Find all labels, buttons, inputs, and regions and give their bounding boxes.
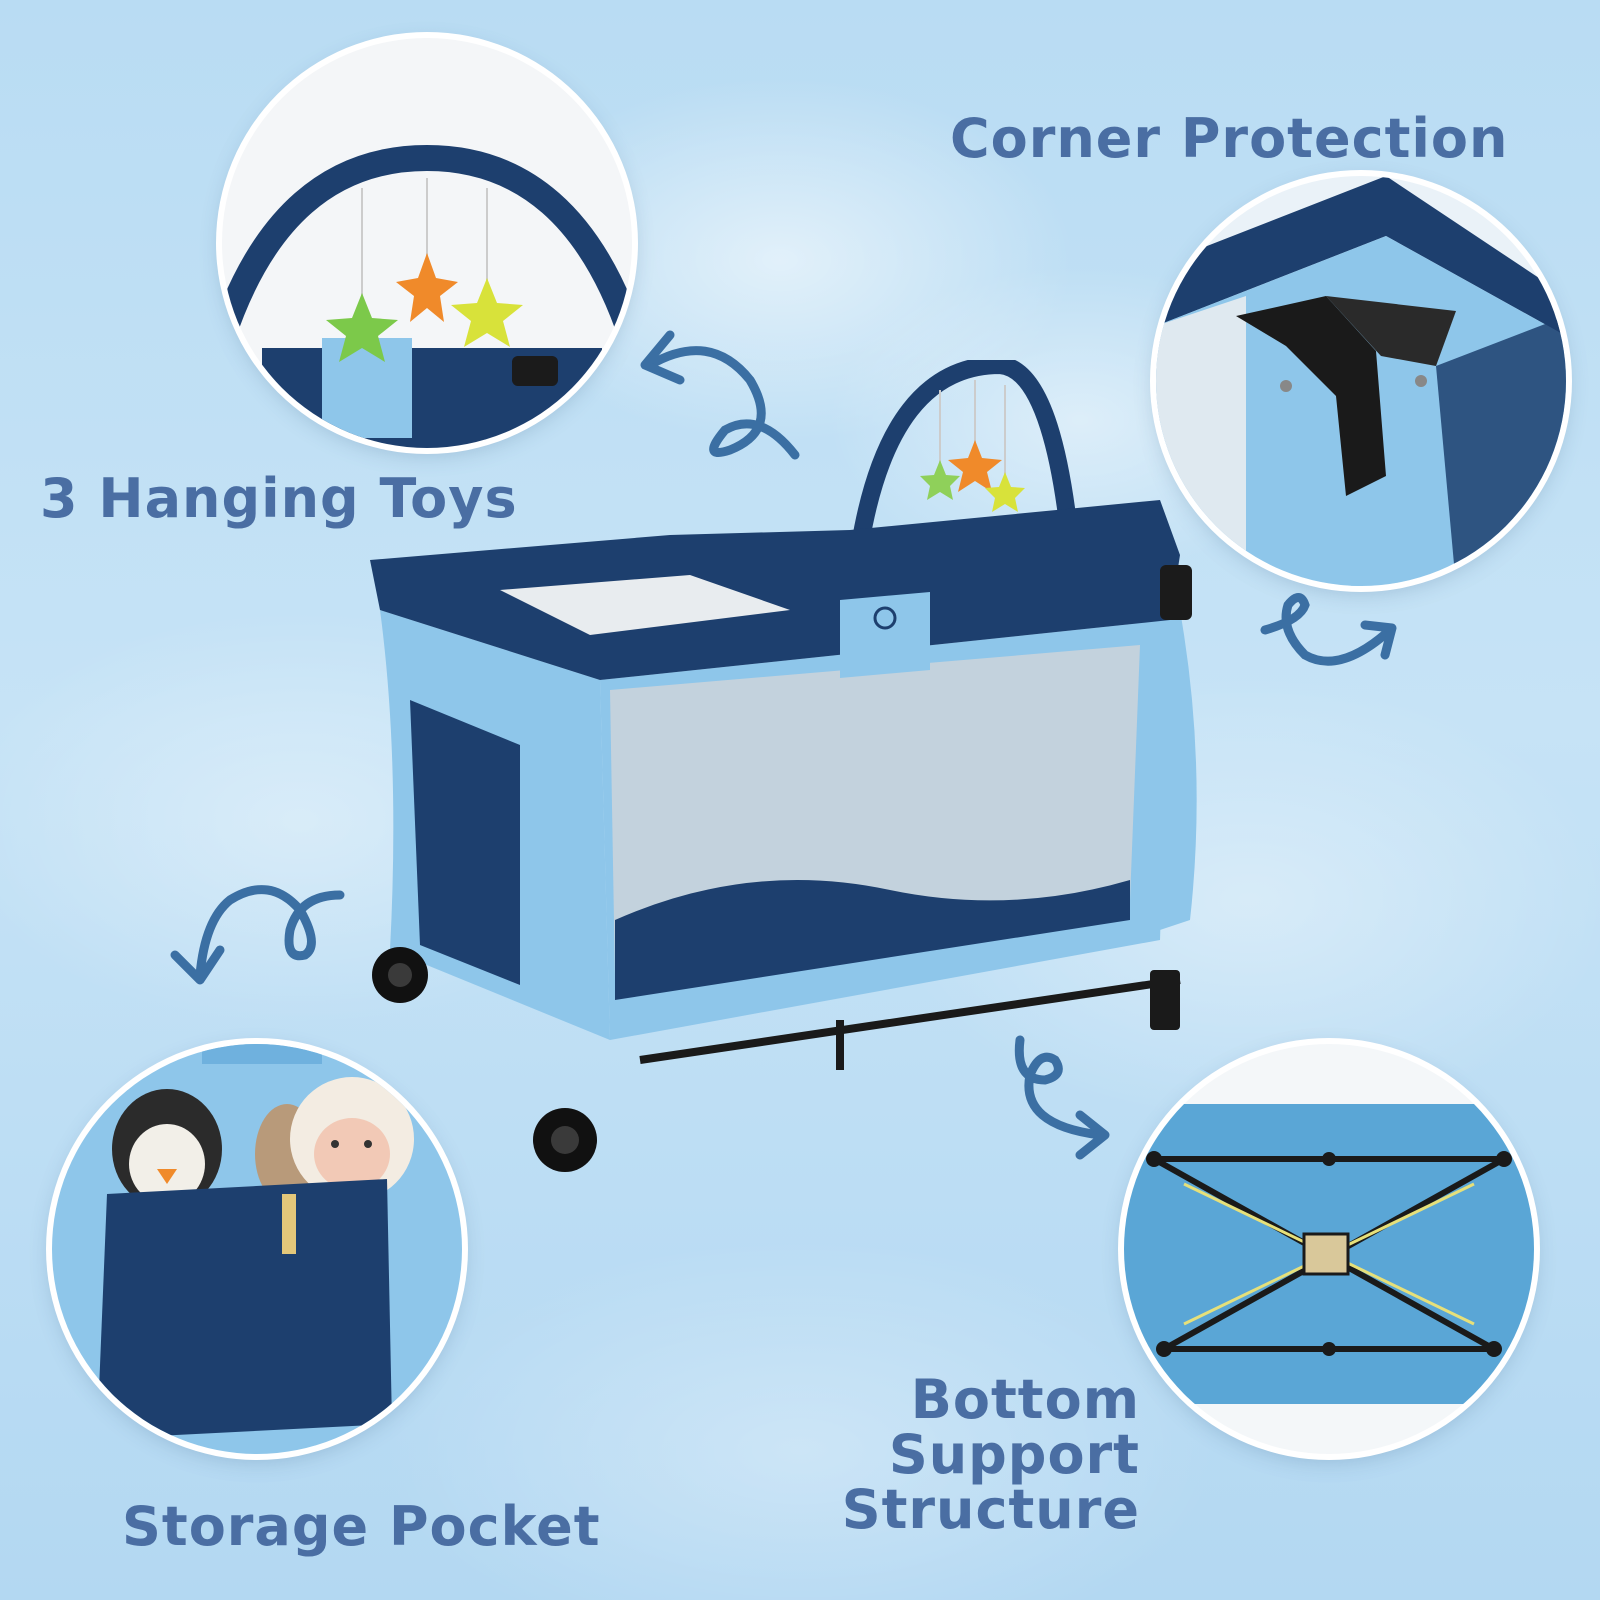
bottom-support-label: Bottom Support Structure	[841, 1368, 1140, 1542]
hanging-toys-label: 3 Hanging Toys	[40, 467, 518, 530]
travel-crib-product-image	[370, 360, 1197, 1172]
curly-arrow-icon	[640, 330, 800, 460]
corner-protection-label: Corner Protection	[950, 107, 1509, 170]
storage-pocket-detail-image	[52, 1044, 462, 1454]
hanging-toys-detail-image	[222, 38, 632, 448]
curly-arrow-icon	[1260, 593, 1397, 666]
corner-protection-illustration	[1156, 176, 1566, 586]
hanging-toys-illustration	[222, 38, 632, 448]
curly-arrow-icon	[170, 885, 345, 985]
curly-arrow-icon	[1014, 1035, 1110, 1160]
storage-pocket-illustration	[52, 1044, 462, 1454]
corner-protection-detail-image	[1156, 176, 1566, 586]
bottom-support-detail-image	[1124, 1044, 1534, 1454]
storage-pocket-label: Storage Pocket	[122, 1495, 601, 1558]
bottom-support-illustration	[1124, 1044, 1534, 1454]
